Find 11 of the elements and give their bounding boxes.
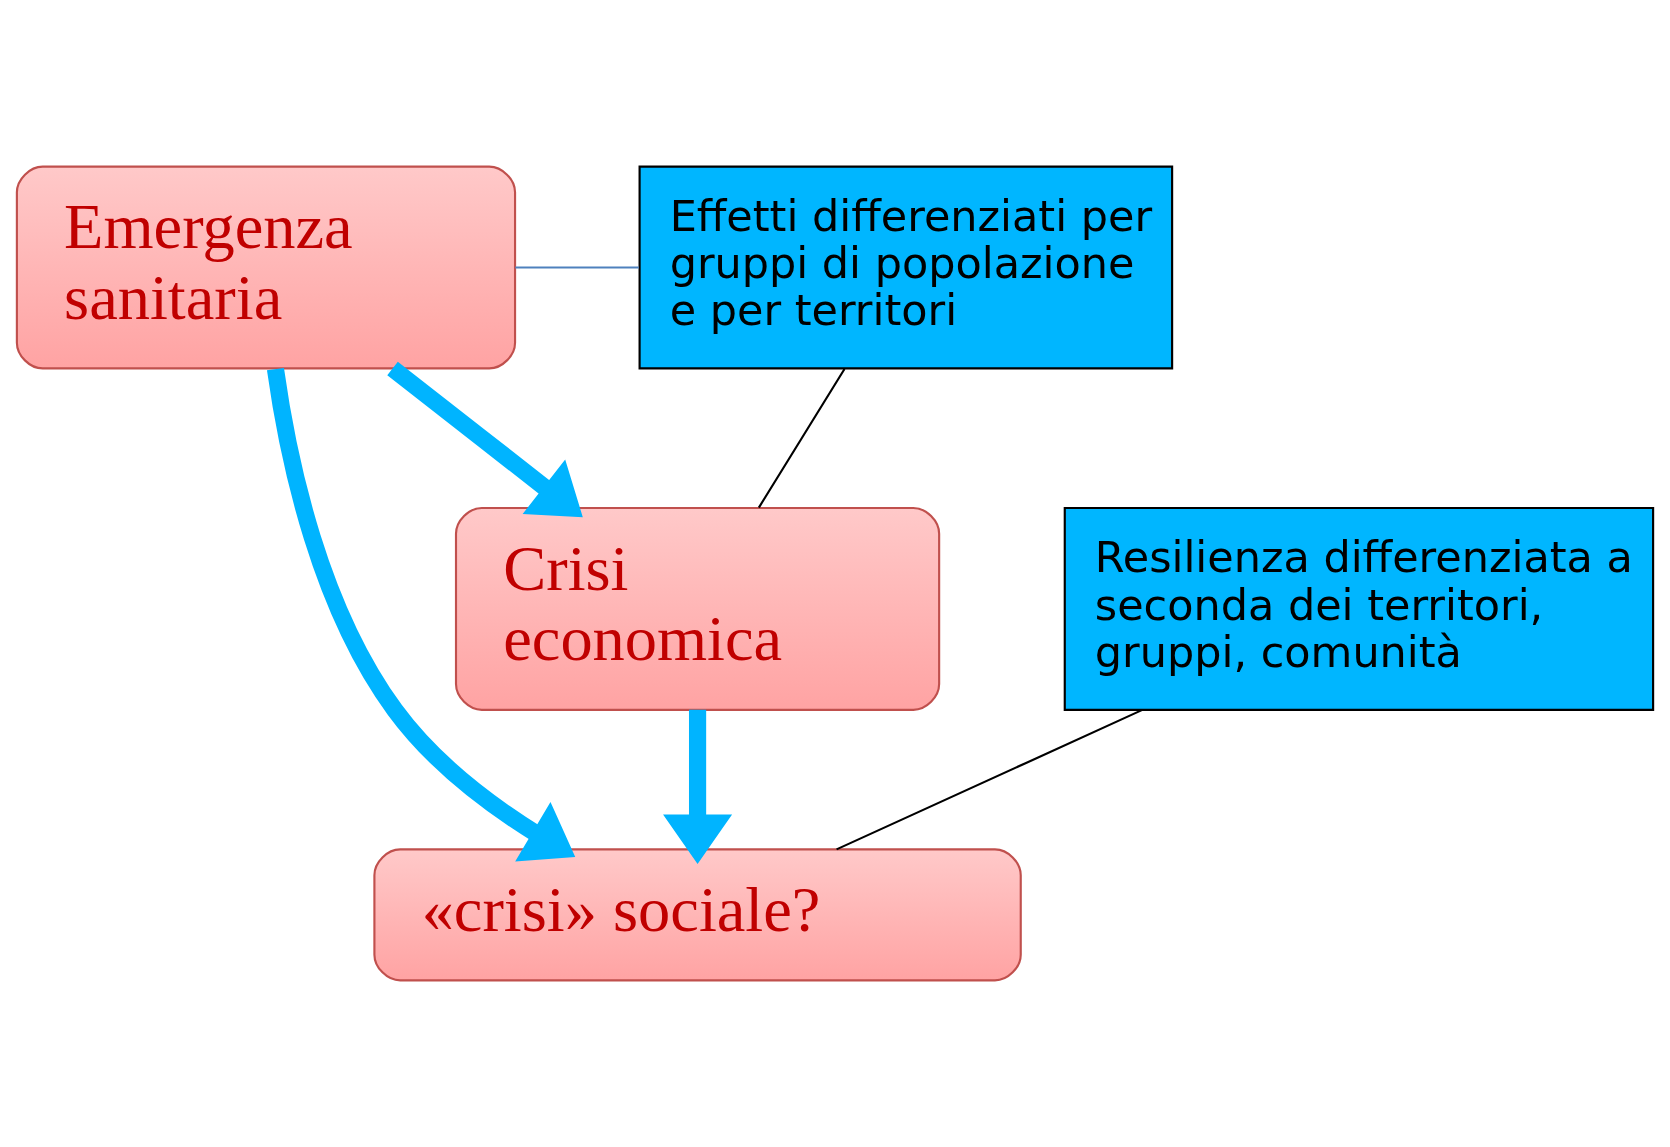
node-box: Effetti differenziati per gruppi di popolazione e per territori [638,165,1174,370]
arrow [266,367,576,862]
node-box: Emergenza sanitaria [15,165,517,370]
node-box: Crisi economica [454,506,941,711]
node-box: «crisi» sociale? [373,848,1022,982]
node-box: Resilienza differenziata a seconda dei territori, gruppi, comunità [1063,506,1655,711]
connector [515,266,639,269]
connector [836,708,1143,851]
arrow [663,709,733,864]
arrow [387,361,583,518]
connector [757,368,846,509]
